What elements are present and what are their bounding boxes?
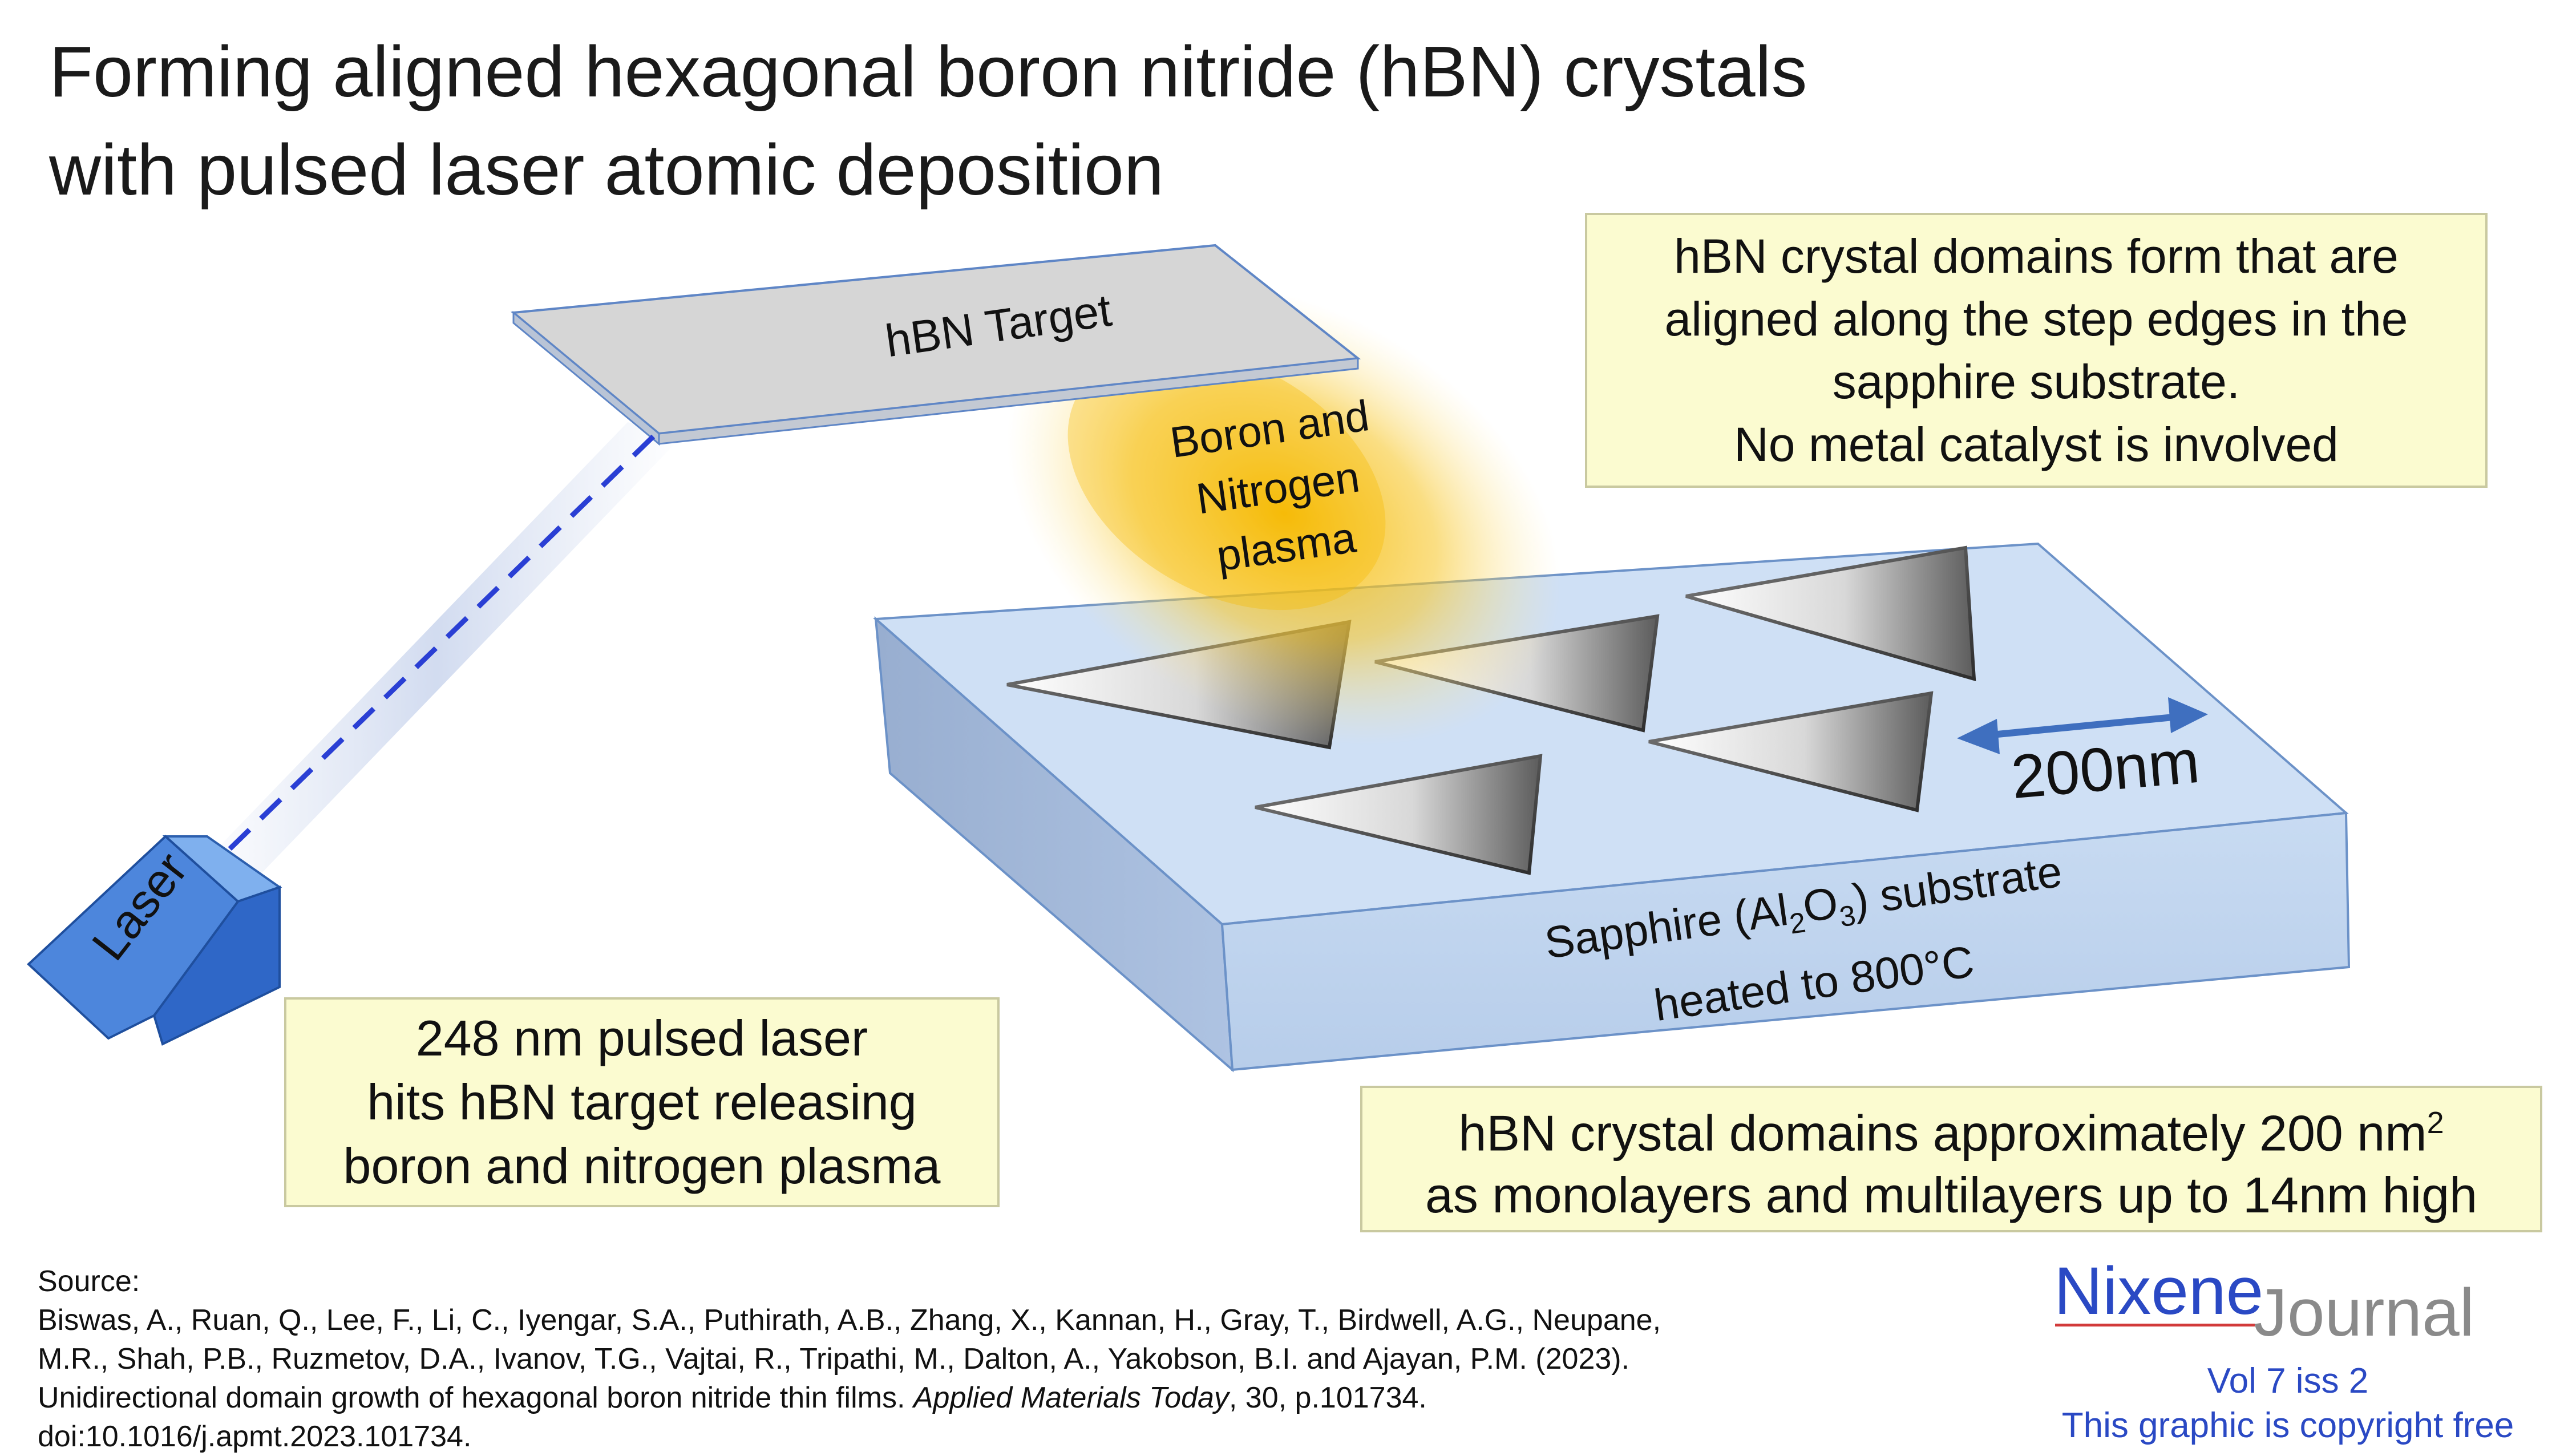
crystal-triangle-3 xyxy=(1685,545,1976,682)
plasma-plume xyxy=(1007,282,1560,745)
plasma-label-line-2: Nitrogen xyxy=(1193,452,1363,524)
brand-nixene: Nixene xyxy=(2054,1253,2264,1329)
substrate-front-face xyxy=(1220,811,2351,1071)
substrate-mid: O xyxy=(1799,877,1841,932)
source-doi: doi:10.1016/j.apmt.2023.101734. xyxy=(38,1420,472,1453)
brand-journal: Journal xyxy=(2254,1275,2475,1350)
info-box-domains-line-2: as monolayers and multilayers up to 14nm… xyxy=(1425,1166,2478,1223)
plasma-plume-core xyxy=(1067,348,1386,610)
info-box-domains-line-1: hBN crystal domains approximately 200 nm… xyxy=(1362,1092,2540,1164)
info-box-domains-text: hBN crystal domains approximately 200 nm xyxy=(1458,1105,2427,1162)
crystal-triangle-4 xyxy=(1648,691,1934,812)
source-line-3-a: Unidirectional domain growth of hexagona… xyxy=(38,1381,913,1414)
crystal-triangle-5 xyxy=(1255,754,1543,875)
laser-beam-dashed xyxy=(215,434,656,864)
page-title: Forming aligned hexagonal boron nitride … xyxy=(49,23,2160,219)
source-line-3-b: , 30, p.101734. xyxy=(1228,1381,1427,1414)
info-box-alignment-line-4: No metal catalyst is involved xyxy=(1734,418,2339,471)
info-box-alignment-line-3: sapphire substrate. xyxy=(1832,355,2240,409)
brand-volume: Vol 7 iss 2 xyxy=(2207,1361,2369,1401)
source-journal: Applied Materials Today xyxy=(913,1381,1229,1414)
laser-device-front xyxy=(27,835,240,1040)
brand-copyright: This graphic is copyright free xyxy=(2061,1406,2514,1445)
brand-underline xyxy=(2055,1324,2255,1326)
source-heading: Source: xyxy=(38,1265,140,1298)
info-box-alignment-line-2: aligned along the step edges in the xyxy=(1664,292,2408,346)
title-line-1: Forming aligned hexagonal boron nitride … xyxy=(49,31,1807,112)
info-box-laser-line-2: hits hBN target releasing xyxy=(367,1074,917,1130)
laser-beam-glow xyxy=(188,422,685,890)
info-box-laser: 248 nm pulsed laser hits hBN target rele… xyxy=(284,997,1000,1207)
source-line-1: Biswas, A., Ruan, Q., Lee, F., Li, C., I… xyxy=(38,1304,1661,1337)
info-box-domains-sup: 2 xyxy=(2426,1106,2444,1140)
scale-arrow xyxy=(1957,697,2208,754)
info-box-alignment: hBN crystal domains form that are aligne… xyxy=(1585,213,2488,488)
hbn-target-front-edge xyxy=(658,357,1359,445)
info-box-laser-line-1: 248 nm pulsed laser xyxy=(415,1010,868,1066)
info-box-laser-line-3: boron and nitrogen plasma xyxy=(343,1138,941,1194)
source-line-2: M.R., Shah, P.B., Ruzmetov, D.A., Ivanov… xyxy=(38,1342,1630,1376)
info-box-alignment-line-1: hBN crystal domains form that are xyxy=(1674,229,2399,283)
source-line-3: Unidirectional domain growth of hexagona… xyxy=(38,1378,1835,1417)
title-line-2: with pulsed laser atomic deposition xyxy=(49,130,1164,210)
source-citation: Source: Biswas, A., Ruan, Q., Lee, F., L… xyxy=(38,1262,1835,1456)
info-box-domains: hBN crystal domains approximately 200 nm… xyxy=(1360,1086,2542,1232)
